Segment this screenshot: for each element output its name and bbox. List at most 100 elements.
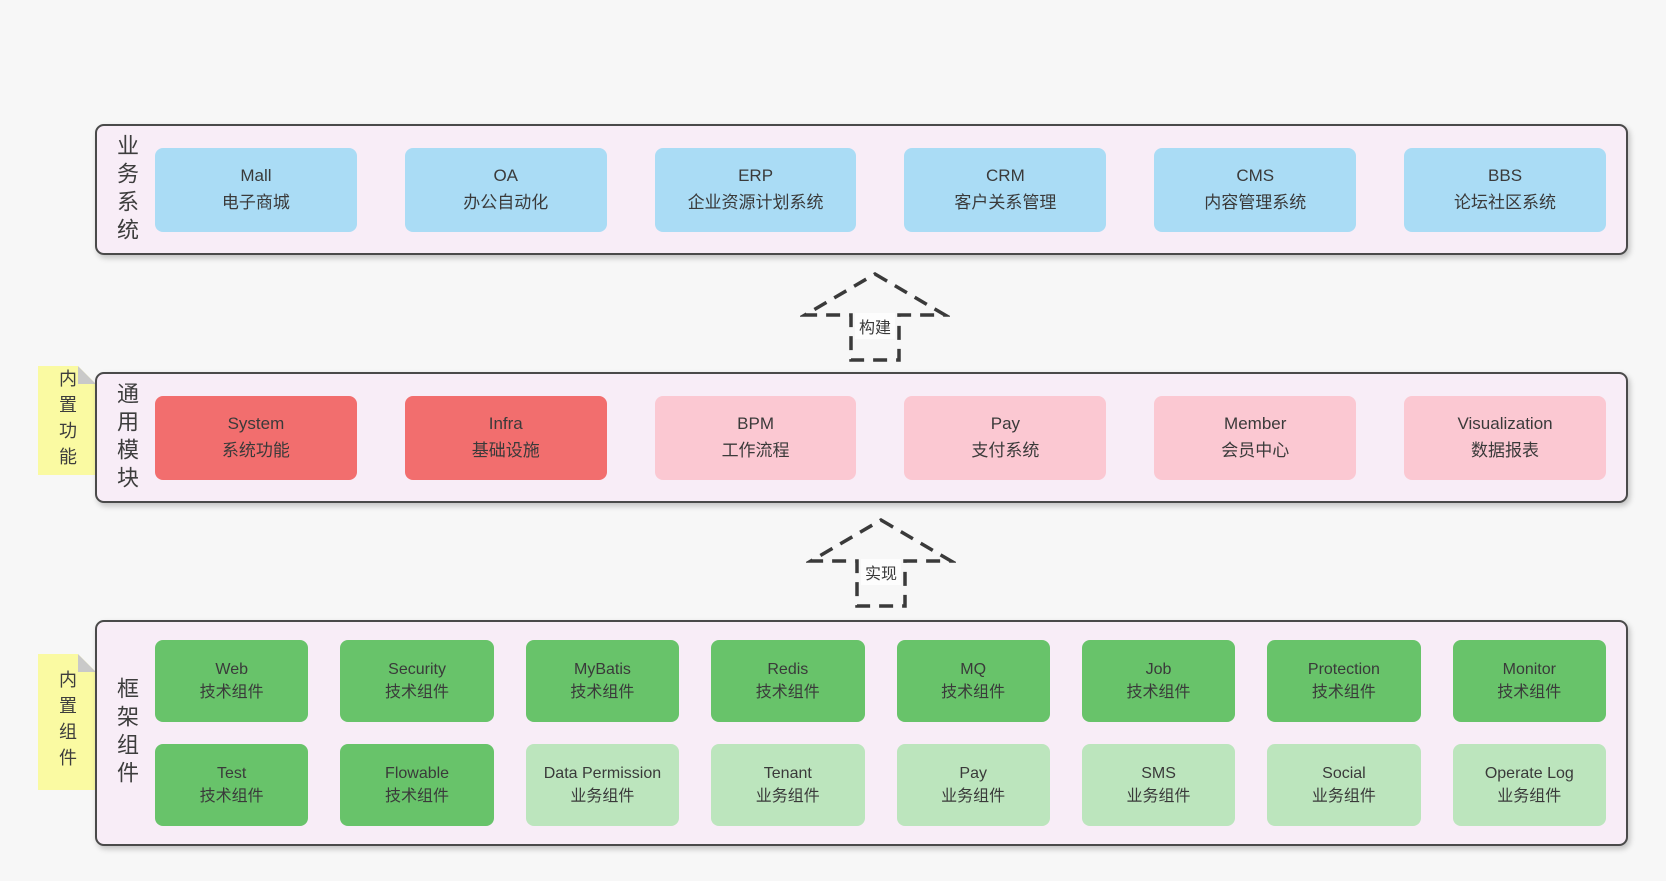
- box-tenant: Tenant 业务组件: [711, 744, 865, 826]
- panel-common-modules: 通用模块 System 系统功能 Infra 基础设施 BPM 工作流程 Pay…: [95, 372, 1628, 503]
- row-label-text: 业务系统: [114, 133, 139, 246]
- box-subtitle: 技术组件: [385, 788, 450, 805]
- box-subtitle: 电子商城: [221, 192, 290, 212]
- up-arrow-dashed-icon: [800, 271, 950, 362]
- box-title: Pay: [959, 764, 987, 782]
- box-title: Security: [388, 660, 446, 678]
- box-subtitle: 内容管理系统: [1204, 192, 1307, 212]
- box-bbs: BBS 论坛社区系统: [1404, 147, 1606, 232]
- box-subtitle: 技术组件: [1311, 684, 1376, 701]
- box-security: Security 技术组件: [340, 640, 494, 722]
- box-mq: MQ 技术组件: [896, 640, 1050, 722]
- box-title: ERP: [738, 166, 774, 186]
- row-label-text: 通用模块: [114, 381, 139, 494]
- box-mybatis: MyBatis 技术组件: [525, 640, 680, 722]
- arrow-implement-icon: 实现: [806, 517, 956, 609]
- box-monitor: Monitor 技术组件: [1452, 640, 1606, 722]
- business-boxes: Mall 电子商城 OA 办公自动化 ERP 企业资源计划系统 CRM 客户关系…: [155, 147, 1626, 232]
- box-operate-log: Operate Log 业务组件: [1452, 744, 1606, 826]
- box-web: Web 技术组件: [155, 640, 309, 722]
- box-title: CMS: [1236, 166, 1275, 186]
- sticky-tag-builtin-components: 内置组件: [38, 654, 96, 790]
- box-title: BBS: [1488, 166, 1523, 186]
- box-member: Member 会员中心: [1154, 395, 1357, 480]
- box-title: Tenant: [763, 764, 812, 782]
- box-title: BPM: [737, 414, 774, 434]
- row-label-framework: 框架组件: [97, 622, 155, 844]
- framework-row-2: Test 技术组件 Flowable 技术组件 Data Permission …: [155, 744, 1606, 826]
- box-title: Web: [215, 660, 248, 678]
- box-title: MyBatis: [573, 660, 631, 678]
- box-subtitle: 基础设施: [471, 440, 540, 460]
- box-subtitle: 技术组件: [199, 684, 264, 701]
- box-subtitle: 工作流程: [721, 440, 790, 460]
- box-title: Flowable: [385, 764, 450, 782]
- box-title: SMS: [1141, 764, 1176, 782]
- box-title: Infra: [488, 414, 523, 434]
- box-subtitle: 技术组件: [941, 684, 1006, 701]
- row-label-modules: 通用模块: [97, 374, 155, 501]
- box-protection: Protection 技术组件: [1267, 640, 1421, 722]
- box-infra: Infra 基础设施: [404, 395, 607, 480]
- box-mall: Mall 电子商城: [155, 147, 357, 232]
- box-job: Job 技术组件: [1081, 640, 1236, 722]
- tag-text: 内置组件: [57, 670, 77, 774]
- box-title: Member: [1224, 414, 1287, 434]
- box-title: Visualization: [1457, 414, 1553, 434]
- box-subtitle: 办公自动化: [463, 192, 549, 212]
- box-subtitle: 业务组件: [941, 788, 1006, 805]
- up-arrow-dashed-icon: [806, 517, 956, 608]
- box-title: Redis: [767, 660, 809, 678]
- box-subtitle: 技术组件: [199, 788, 264, 805]
- box-test: Test 技术组件: [155, 744, 309, 826]
- box-social: Social 业务组件: [1267, 744, 1421, 826]
- box-sms: SMS 业务组件: [1081, 744, 1236, 826]
- framework-boxes: Web 技术组件 Security 技术组件 MyBatis 技术组件 Redi…: [155, 640, 1626, 826]
- box-data-permission: Data Permission 业务组件: [525, 744, 680, 826]
- box-title: OA: [493, 166, 519, 186]
- box-subtitle: 会员中心: [1221, 440, 1290, 460]
- box-title: Pay: [990, 414, 1021, 434]
- box-flowable: Flowable 技术组件: [340, 744, 494, 826]
- row-label-business: 业务系统: [97, 126, 155, 253]
- box-subtitle: 企业资源计划系统: [687, 192, 824, 212]
- box-title: MQ: [960, 660, 987, 678]
- box-erp: ERP 企业资源计划系统: [654, 147, 857, 232]
- box-pay-module: Pay 支付系统: [904, 395, 1107, 480]
- box-system: System 系统功能: [155, 395, 357, 480]
- box-oa: OA 办公自动化: [404, 147, 607, 232]
- box-subtitle: 业务组件: [570, 788, 635, 805]
- box-subtitle: 客户关系管理: [954, 192, 1057, 212]
- box-subtitle: 论坛社区系统: [1454, 192, 1557, 212]
- box-subtitle: 数据报表: [1471, 440, 1540, 460]
- box-title: Protection: [1307, 660, 1380, 678]
- box-subtitle: 技术组件: [1497, 684, 1562, 701]
- box-subtitle: 技术组件: [755, 684, 820, 701]
- box-subtitle: 业务组件: [1126, 788, 1191, 805]
- row-label-text: 框架组件: [114, 677, 139, 789]
- box-visualization: Visualization 数据报表: [1404, 395, 1606, 480]
- box-title: Data Permission: [543, 764, 662, 782]
- box-redis: Redis 技术组件: [711, 640, 865, 722]
- box-subtitle: 业务组件: [1311, 788, 1376, 805]
- arrow-build-icon: 构建: [800, 271, 950, 363]
- arrow-build-label: 构建: [854, 313, 896, 339]
- box-subtitle: 业务组件: [755, 788, 820, 805]
- panel-framework-components: 框架组件 Web 技术组件 Security 技术组件 MyBatis 技术组件…: [95, 620, 1628, 846]
- box-subtitle: 系统功能: [221, 440, 290, 460]
- framework-row-1: Web 技术组件 Security 技术组件 MyBatis 技术组件 Redi…: [155, 640, 1606, 722]
- box-subtitle: 技术组件: [1126, 684, 1191, 701]
- box-subtitle: 技术组件: [385, 684, 450, 701]
- box-title: Operate Log: [1484, 764, 1574, 782]
- box-subtitle: 技术组件: [570, 684, 635, 701]
- arrow-implement-label: 实现: [860, 559, 902, 585]
- box-subtitle: 支付系统: [971, 440, 1040, 460]
- box-title: System: [227, 414, 285, 434]
- box-title: CRM: [986, 166, 1025, 186]
- box-title: Social: [1322, 764, 1366, 782]
- box-title: Test: [217, 764, 247, 782]
- box-bpm: BPM 工作流程: [654, 395, 857, 480]
- tag-text: 内置功能: [57, 368, 77, 473]
- panel-business-systems: 业务系统 Mall 电子商城 OA 办公自动化 ERP 企业资源计划系统 CRM…: [95, 124, 1628, 255]
